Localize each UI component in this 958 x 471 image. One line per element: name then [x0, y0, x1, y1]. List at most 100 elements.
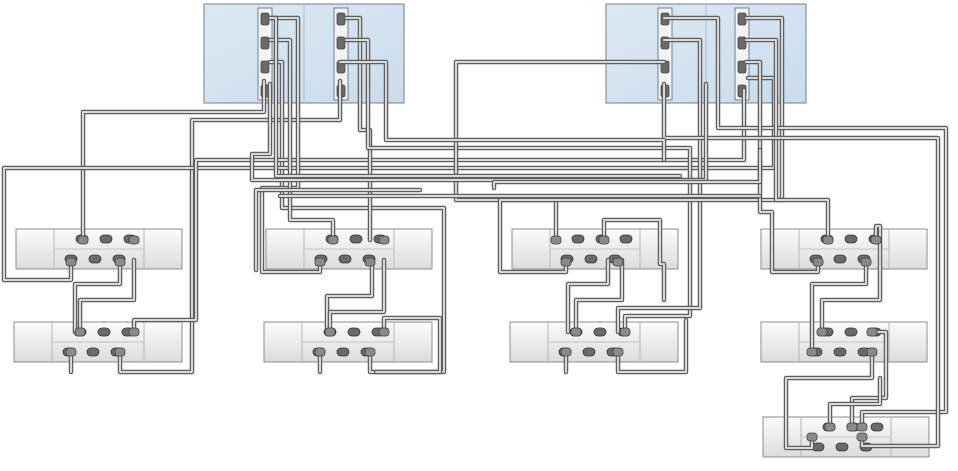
- sas-cable: [117, 78, 343, 375]
- cable-plug: [812, 257, 824, 267]
- cable-plug: [846, 422, 858, 432]
- disk-shelf: [15, 228, 183, 270]
- cable-core: [82, 80, 265, 241]
- cable-plug: [378, 235, 390, 245]
- sas-cable: [809, 257, 869, 355]
- cable-plug: [364, 257, 376, 267]
- sas-cable: [267, 59, 447, 375]
- cable-plug: [824, 422, 836, 432]
- cable-core: [745, 61, 819, 273]
- cable-core: [745, 39, 829, 241]
- sas-cable: [661, 15, 949, 430]
- shelf-port: [870, 422, 884, 432]
- disk-shelf: [263, 321, 433, 363]
- cable-plug: [612, 257, 624, 267]
- shelf-port: [619, 234, 633, 244]
- cable-plug: [806, 432, 818, 442]
- shelf-port: [86, 347, 100, 357]
- shelf-port: [833, 347, 847, 357]
- sas-cable: [491, 147, 763, 191]
- disk-shelf: [511, 228, 679, 270]
- disk-shelf: [13, 321, 183, 363]
- cable-core: [269, 39, 334, 241]
- controller-1: [203, 3, 405, 104]
- cable-plug: [74, 327, 86, 337]
- sas-cable: [131, 87, 747, 335]
- shelf-port: [336, 347, 350, 357]
- shelf-port: [584, 254, 598, 264]
- sas-cable: [343, 15, 373, 243]
- cable-core: [575, 259, 623, 333]
- cable-outline: [131, 87, 747, 335]
- sas-cable: [327, 257, 387, 335]
- sas-port: [260, 60, 270, 74]
- cable-core: [345, 39, 691, 333]
- cable-core: [851, 331, 887, 428]
- cable-plug: [364, 347, 376, 357]
- shelf-port: [844, 327, 858, 337]
- cable-plug: [856, 432, 868, 442]
- cable-plug: [314, 257, 326, 267]
- shelf-port: [835, 442, 849, 452]
- sas-cable: [849, 329, 889, 430]
- shelf-port: [349, 234, 363, 244]
- sas-cable: [373, 315, 443, 375]
- sas-port: [336, 12, 346, 26]
- cable-core: [617, 319, 687, 373]
- sas-cable: [743, 59, 821, 275]
- sas-cable: [827, 375, 883, 430]
- sas-cable: [80, 78, 267, 243]
- sas-cable: [343, 37, 693, 335]
- cable-plug: [327, 235, 339, 245]
- sas-cable: [72, 257, 123, 335]
- sas-cable: [253, 187, 423, 273]
- sas-cable: [615, 37, 703, 335]
- cable-plug: [856, 422, 868, 432]
- cable-plug: [816, 327, 828, 337]
- cable-core: [663, 83, 939, 447]
- sas-cable: [615, 317, 689, 375]
- sas-cable: [324, 257, 375, 335]
- sas-port: [260, 36, 270, 50]
- disk-shelf: [509, 321, 679, 363]
- cable-plug: [114, 257, 126, 267]
- cable-plug: [550, 235, 562, 245]
- disk-shelf: [265, 228, 433, 270]
- cable-core: [663, 17, 947, 428]
- cable-plug: [598, 235, 610, 245]
- cable-core: [79, 259, 135, 333]
- sas-cable: [573, 257, 625, 335]
- cable-core: [493, 149, 761, 189]
- cable-plug: [619, 327, 631, 337]
- sas-cable: [565, 257, 611, 335]
- sas-cable: [783, 349, 875, 451]
- cable-core: [255, 189, 421, 271]
- sas-port: [260, 12, 270, 26]
- cable-plug: [560, 257, 572, 267]
- sas-port: [336, 36, 346, 50]
- cable-outline: [77, 257, 137, 335]
- disk-shelf: [760, 228, 928, 270]
- devices: [13, 3, 930, 458]
- cable-core: [499, 17, 783, 273]
- hba-card: [734, 7, 750, 101]
- cable-plug: [128, 327, 140, 337]
- sas-cable: [337, 59, 667, 163]
- cable-core: [785, 351, 873, 449]
- sas-cable: [249, 81, 709, 183]
- cable-core: [74, 259, 121, 333]
- cable-plug: [378, 327, 390, 337]
- cable-core: [339, 61, 665, 161]
- shelf-port: [593, 327, 607, 337]
- cable-core: [133, 89, 745, 333]
- sas-cable: [453, 59, 667, 243]
- shelf-port: [338, 254, 352, 264]
- shelf-port: [571, 234, 585, 244]
- sas-port: [737, 60, 747, 74]
- sas-cable: [267, 37, 336, 243]
- sas-cable: [497, 15, 785, 275]
- cable-core: [567, 259, 609, 333]
- cable-plug: [870, 235, 882, 245]
- cable-core: [119, 80, 341, 373]
